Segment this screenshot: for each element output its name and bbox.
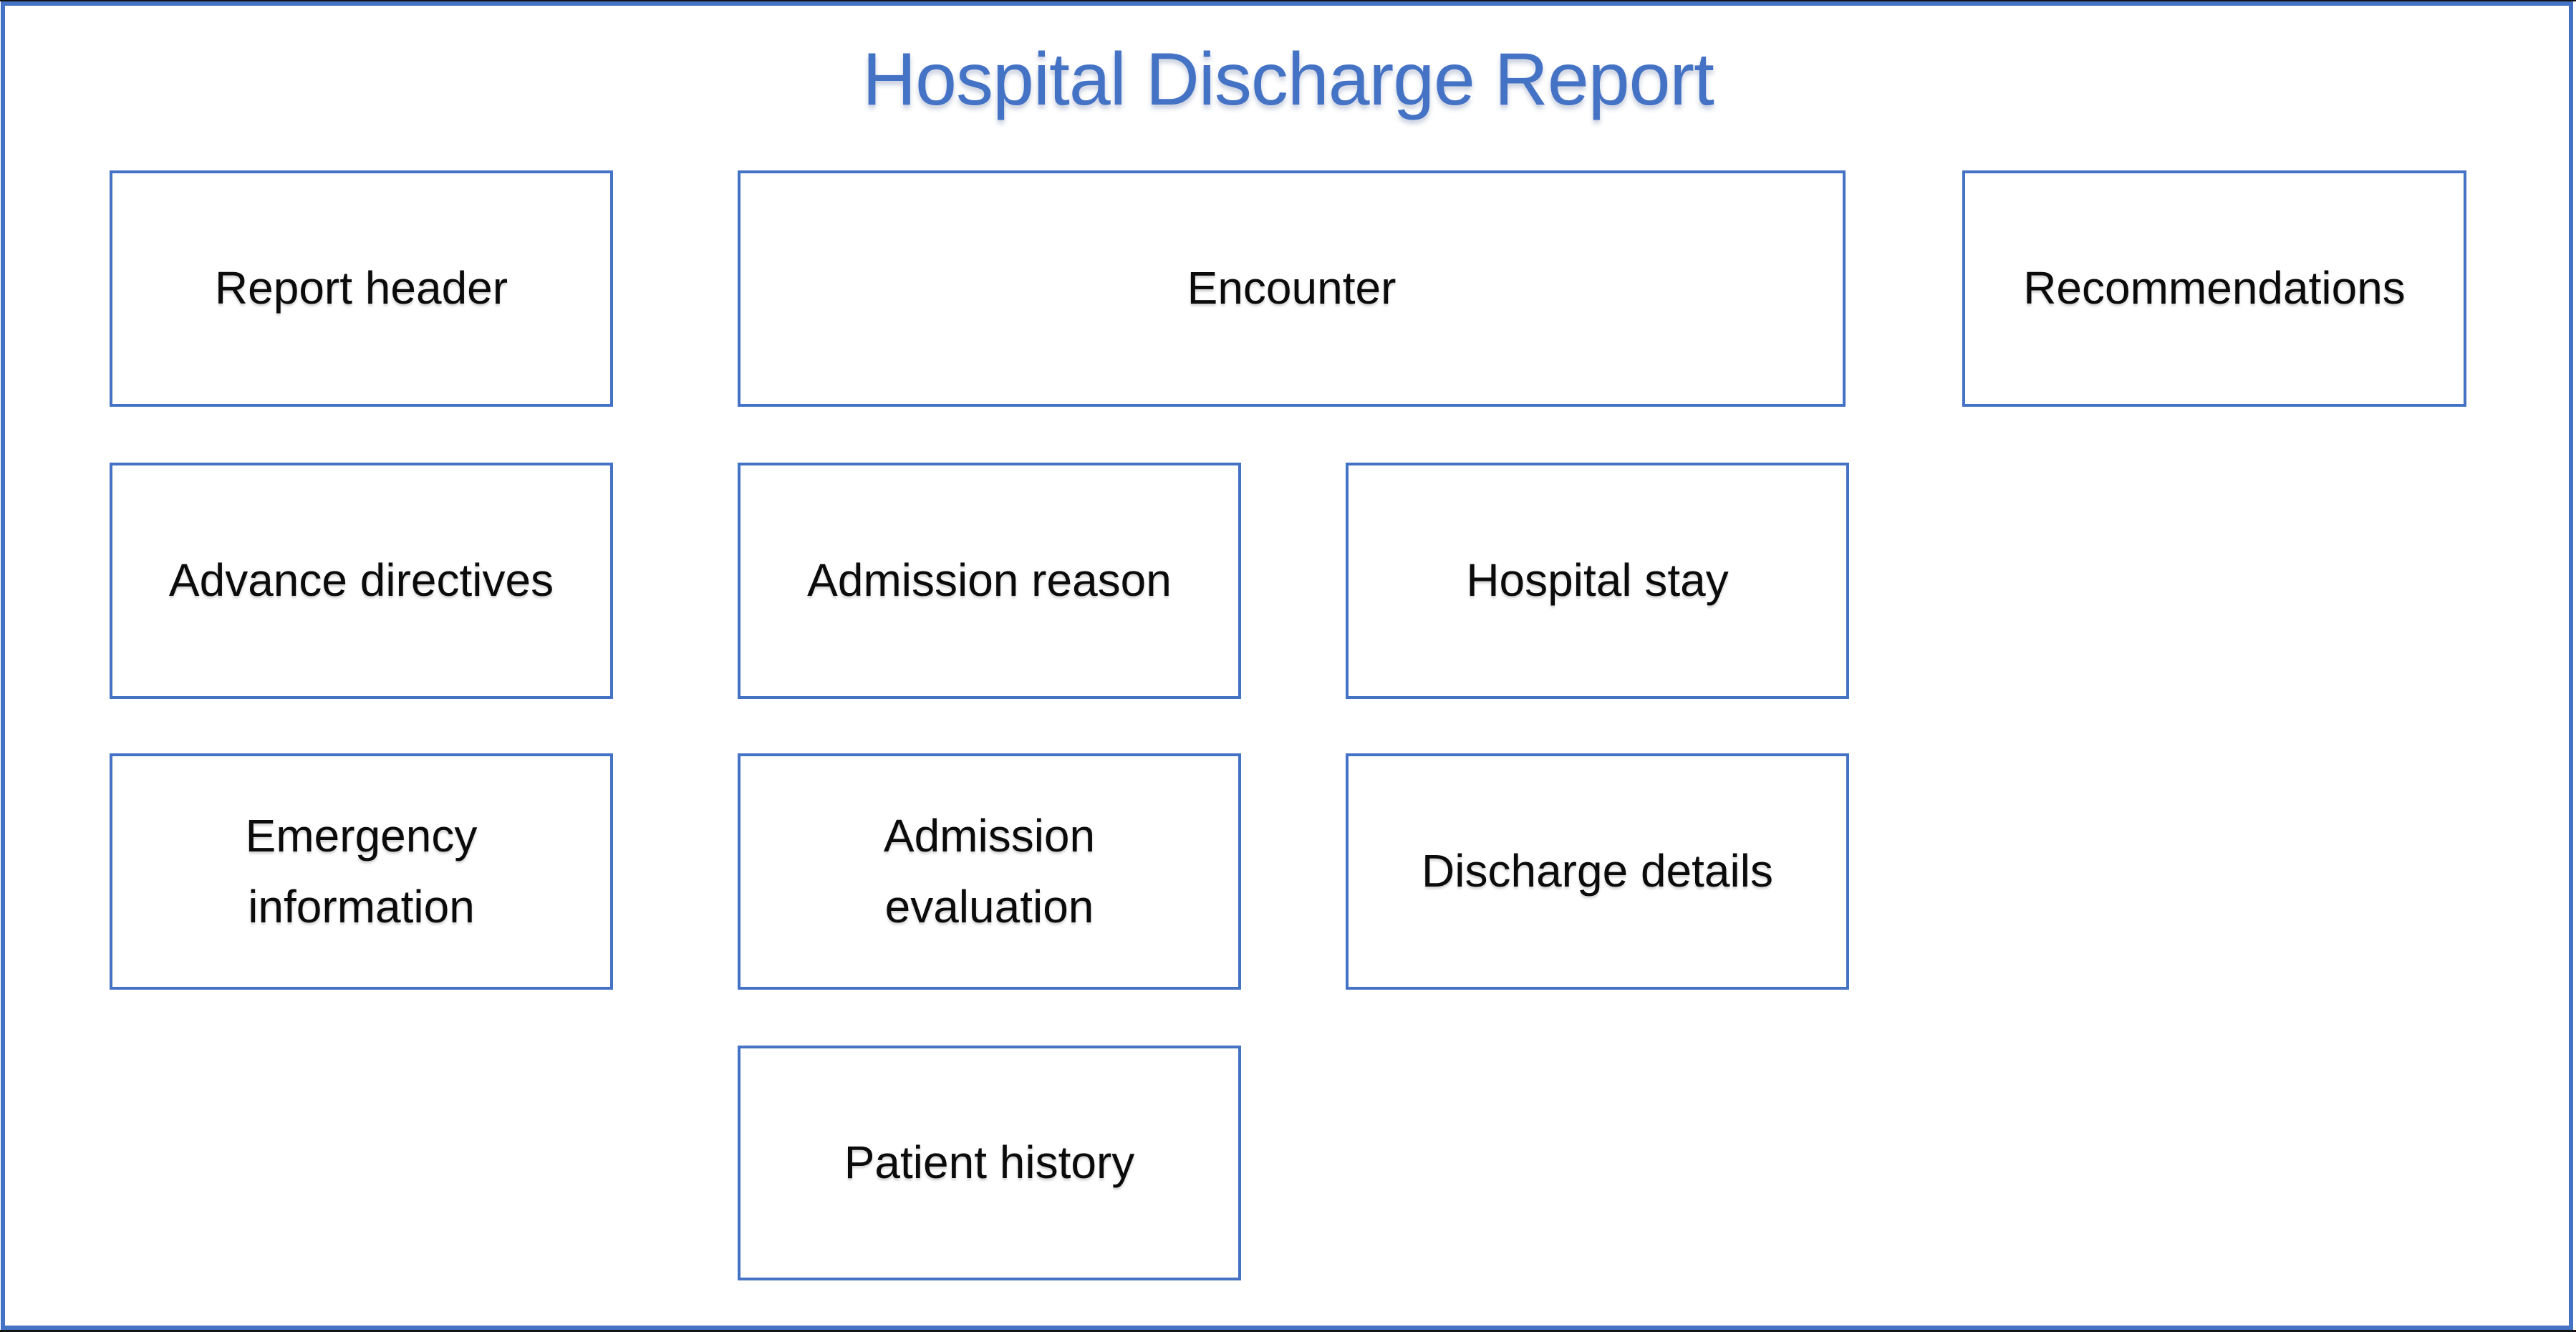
node-label: Hospital stay: [1466, 554, 1729, 607]
node-report-header: Report header: [110, 170, 613, 407]
node-label: Discharge details: [1422, 845, 1773, 897]
node-advance-directives: Advance directives: [110, 463, 613, 699]
node-label: Patient history: [844, 1136, 1135, 1189]
diagram-title: Hospital Discharge Report: [862, 38, 1714, 121]
node-label: Admission reason: [807, 554, 1172, 607]
node-emergency-information: Emergency information: [110, 753, 613, 990]
node-admission-evaluation: Admission evaluation: [738, 753, 1241, 990]
node-label: Admission evaluation: [883, 809, 1096, 932]
node-discharge-details: Discharge details: [1346, 753, 1849, 990]
node-hospital-stay: Hospital stay: [1346, 463, 1849, 699]
node-encounter: Encounter: [738, 170, 1846, 407]
node-label: Report header: [214, 262, 508, 314]
node-recommendations: Recommendations: [1962, 170, 2466, 407]
node-label: Encounter: [1187, 262, 1396, 314]
node-label: Emergency information: [245, 809, 478, 932]
node-patient-history: Patient history: [738, 1046, 1241, 1280]
top-edge-line: [0, 0, 2576, 1]
bottom-edge-line: [0, 1330, 2576, 1332]
node-label: Recommendations: [2023, 262, 2406, 314]
node-label: Advance directives: [168, 554, 554, 607]
node-admission-reason: Admission reason: [738, 463, 1241, 699]
